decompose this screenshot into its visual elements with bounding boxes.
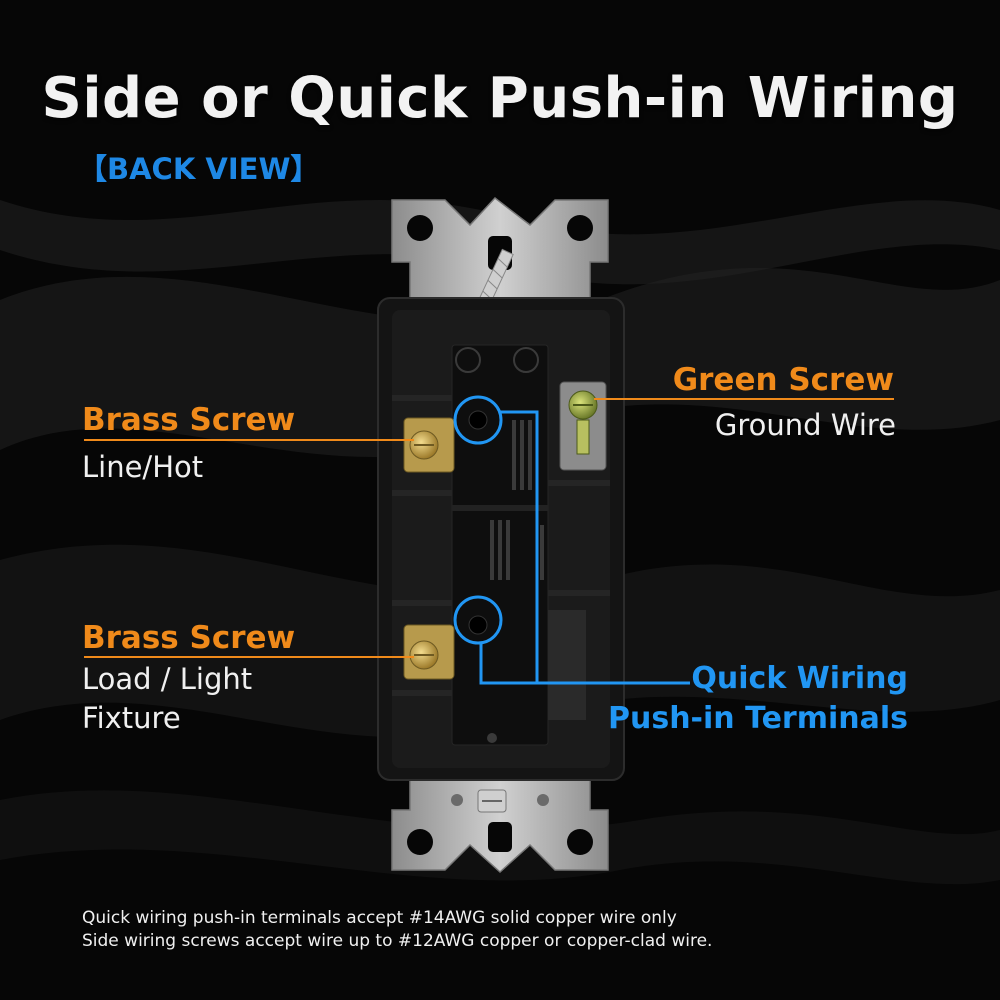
brass-screw-load-title: Brass Screw — [82, 620, 296, 656]
brass-screw-load-desc-1: Load / Light — [82, 662, 253, 696]
mounting-hole-icon — [567, 829, 593, 855]
brass-screw-load-desc-2: Fixture — [82, 701, 181, 735]
bottom-mounting-strap — [391, 769, 609, 874]
view-subtitle: 【BACK VIEW】 — [78, 152, 320, 186]
quick-wiring-title-1: Quick Wiring — [691, 661, 908, 696]
footnote-1: Quick wiring push-in terminals accept #1… — [82, 908, 677, 928]
green-screw-title: Green Screw — [672, 362, 894, 398]
brass-screw-line-desc: Line/Hot — [82, 450, 204, 484]
brass-screw-line-title: Brass Screw — [82, 402, 296, 438]
brass-screw-line-icon — [403, 417, 455, 473]
footnote-2: Side wiring screws accept wire up to #12… — [82, 931, 713, 951]
bottom-screw-icon — [477, 789, 507, 813]
push-in-callout — [453, 395, 690, 685]
push-in-hole-bottom-icon — [468, 615, 488, 635]
green-screw-icon — [559, 381, 607, 471]
brass-screw-load-icon — [403, 624, 455, 680]
mounting-hole-icon — [407, 215, 433, 241]
green-screw-desc: Ground Wire — [714, 408, 896, 442]
switch-body — [377, 297, 625, 781]
push-in-hole-top-icon — [468, 410, 488, 430]
page-title: Side or Quick Push-in Wiring — [41, 66, 959, 131]
mounting-hole-icon — [567, 215, 593, 241]
quick-wiring-title-2: Push-in Terminals — [608, 701, 908, 736]
mounting-hole-icon — [407, 829, 433, 855]
